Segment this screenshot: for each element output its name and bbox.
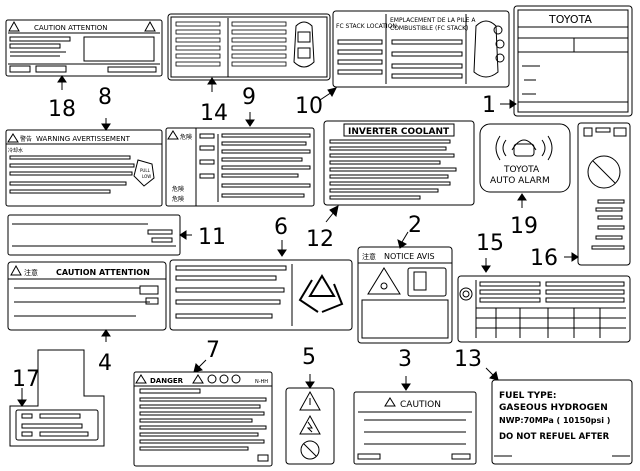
callout-4: 4 (98, 351, 112, 376)
label-3: CAUTION (353, 391, 477, 465)
callout-9: 9 (242, 85, 256, 110)
label-11 (7, 214, 181, 256)
callout-17: 17 (12, 367, 40, 392)
label-2-title: NOTICE AVIS (384, 252, 435, 261)
label-7-code: N-HH (255, 379, 268, 385)
label-3-title: CAUTION (400, 400, 441, 410)
callout-13: 13 (454, 347, 482, 372)
label-13: FUEL TYPE: GASEOUS HYDROGEN NWP:70MPa ( … (491, 379, 633, 465)
label-19-line-2: AUTO ALARM (490, 176, 550, 186)
callout-6: 6 (274, 215, 288, 240)
label-8-low: LOW (142, 174, 151, 179)
label-4-jp: 注意 (24, 268, 38, 277)
label-1: TOYOTA (513, 5, 633, 117)
label-13-line-2: GASEOUS HYDROGEN (499, 403, 608, 413)
label-1-title: TOYOTA (548, 13, 592, 26)
label-8-pull: PULL (140, 168, 151, 173)
label-7-title: DANGER (150, 377, 184, 385)
callout-14: 14 (200, 101, 228, 126)
label-9: 危険 危険 危険 (165, 127, 315, 207)
label-19-line-1: TOYOTA (503, 165, 540, 175)
callout-12: 12 (306, 227, 334, 252)
callout-5: 5 (302, 345, 316, 370)
label-8-title: WARNING AVERTISSEMENT (36, 135, 131, 143)
callout-7: 7 (206, 338, 220, 363)
label-10-title: FC STACK LOCATION (336, 23, 397, 30)
callout-10: 10 (295, 94, 323, 119)
label-8-sub: 冷却水 (8, 147, 23, 154)
label-8-jp: 警告 (20, 135, 32, 143)
callout-19: 19 (510, 214, 538, 239)
label-17 (9, 349, 105, 447)
callout-8: 8 (98, 85, 112, 110)
label-4: 注意 CAUTION ATTENTION (7, 261, 167, 331)
callout-1: 1 (482, 93, 496, 118)
label-9-jp-3: 危険 (172, 185, 184, 193)
label-13-line-3: NWP:70MPa ( 10150psi ) (499, 416, 610, 425)
label-16 (577, 122, 631, 266)
label-12: INVERTER COOLANT (323, 120, 475, 206)
label-14 (167, 13, 331, 81)
label-2-jp: 注意 (362, 252, 376, 261)
label-18: CAUTION ATTENTION (5, 19, 163, 77)
label-8: 警告 WARNING AVERTISSEMENT 冷却水 PULL LOW (5, 129, 163, 207)
label-12-title: INVERTER COOLANT (348, 127, 450, 137)
callout-15: 15 (476, 231, 504, 256)
callout-2: 2 (408, 213, 422, 238)
label-15 (457, 275, 631, 343)
label-2: 注意 NOTICE AVIS (357, 246, 453, 344)
label-10: FC STACK LOCATION EMPLACEMENT DE LA PILE… (332, 10, 510, 88)
label-10-fr-2: COMBUSTIBLE (FC STACK) (390, 25, 468, 32)
label-19: TOYOTA AUTO ALARM (479, 123, 571, 193)
label-5 (285, 387, 335, 465)
label-10-fr-1: EMPLACEMENT DE LA PILE A (390, 17, 476, 24)
label-13-line-4: DO NOT REFUEL AFTER (499, 432, 610, 442)
callout-16: 16 (530, 246, 558, 271)
label-6 (169, 259, 353, 331)
label-9-jp-1: 危険 (180, 133, 192, 141)
label-7: DANGER N-HH (133, 371, 273, 467)
label-18-title: CAUTION ATTENTION (34, 24, 108, 32)
callout-11: 11 (198, 225, 226, 250)
callout-3: 3 (398, 347, 412, 372)
label-9-jp-4: 危険 (172, 195, 184, 203)
callout-18: 18 (48, 97, 76, 122)
label-13-line-1: FUEL TYPE: (499, 391, 556, 401)
label-4-title: CAUTION ATTENTION (56, 268, 150, 277)
